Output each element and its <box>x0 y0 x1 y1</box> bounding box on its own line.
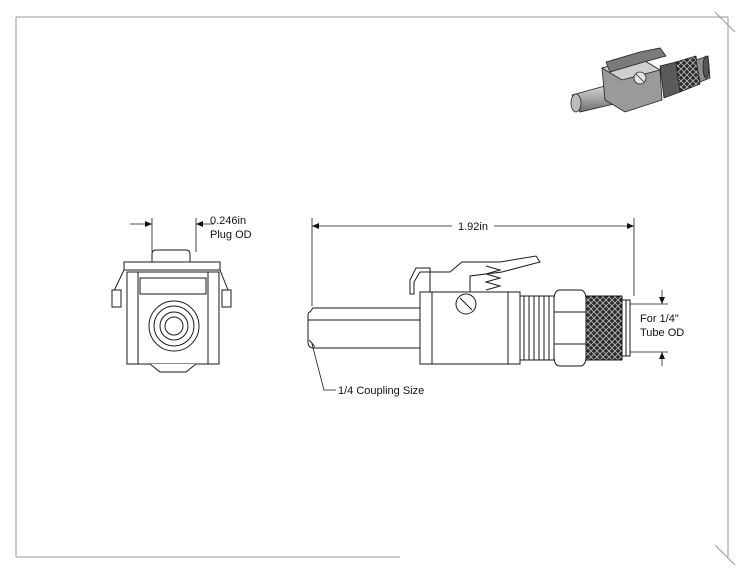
sheet-corner-marks <box>714 11 736 566</box>
plug-od-value: 0.246in <box>210 215 246 227</box>
coupling-size-label: 1/4 Coupling Size <box>338 385 424 397</box>
plug-od-caption: Plug OD <box>210 229 252 241</box>
sheet-border <box>15 16 729 558</box>
tube-od-line1: For 1/4" <box>640 313 679 325</box>
overall-length-value: 1.92in <box>458 221 488 233</box>
plug-od-dimension <box>130 218 214 252</box>
overall-length-dimension <box>311 218 635 306</box>
side-view <box>307 255 631 367</box>
end-view <box>111 249 232 373</box>
tube-od-dimension <box>630 290 668 366</box>
isometric-view <box>570 47 711 113</box>
coupling-leader <box>308 339 336 391</box>
tube-od-line2: Tube OD <box>640 327 684 339</box>
